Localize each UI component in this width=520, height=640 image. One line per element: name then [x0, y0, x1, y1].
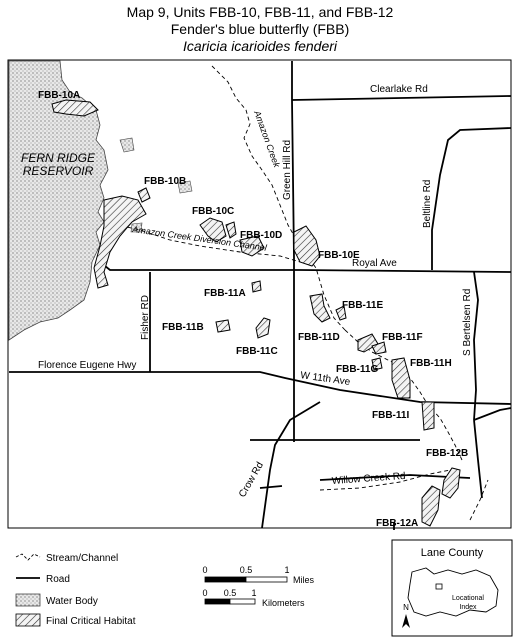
unit-label-12b: FBB-12B	[426, 448, 468, 459]
title-line-3: Icaricia icarioides fenderi	[182, 38, 338, 54]
habitat-11f-part	[371, 341, 387, 355]
inset-title: Lane County	[421, 547, 484, 559]
north-label: N	[403, 603, 409, 612]
willow-creek-rd-label: Willow Creek Rd	[331, 471, 405, 487]
title-line-2: Fender's blue butterfly (FBB)	[170, 21, 350, 37]
florence-eugene-hwy-label: Florence Eugene Hwy	[38, 360, 136, 371]
habitat-10c	[199, 217, 227, 243]
beltline-rd-line	[431, 127, 512, 270]
scale-km-label: Kilometers	[262, 598, 305, 608]
scale-bars: 0 0.5 1 Miles 0 0.5 1 Kilometers	[202, 565, 314, 608]
title-line-1: Map 9, Units FBB-10, FBB-11, and FBB-12	[126, 4, 394, 20]
unit-label-10a: FBB-10A	[38, 90, 80, 101]
habitat-11d	[309, 293, 331, 323]
florence-eugene-hwy-line	[9, 371, 512, 405]
unit-label-11i: FBB-11I	[372, 410, 409, 421]
scale-km-bar-dark	[204, 598, 231, 605]
beltline-rd-label: Beltline Rd	[422, 180, 433, 228]
legend-road: Road	[46, 574, 70, 585]
unit-label-10e: FBB-10E	[318, 250, 360, 261]
habitat-10e	[293, 225, 321, 267]
unit-label-12a: FBB-12A	[376, 518, 418, 529]
willow-creek-line	[319, 469, 451, 491]
habitat-11e	[335, 305, 347, 321]
habitat-11g	[371, 357, 383, 371]
unit-label-11a: FBB-11A	[204, 288, 246, 299]
unit-labels: FBB-10A FBB-10B FBB-10C FBB-10D FBB-10E …	[38, 90, 468, 529]
unit-label-10c: FBB-10C	[192, 206, 234, 217]
habitat-11f	[357, 333, 379, 353]
reservoir-label-2: RESERVOIR	[23, 164, 94, 178]
s-bertelsen-rd-label: S Bertelsen Rd	[462, 289, 473, 356]
legend: Stream/Channel Road Water Body Final Cri…	[15, 553, 136, 627]
small-water-body	[119, 137, 135, 153]
unit-label-11g: FBB-11G	[336, 364, 378, 375]
south-rd-line	[473, 419, 483, 499]
roads	[9, 61, 512, 530]
unit-label-11d: FBB-11D	[298, 332, 340, 343]
habitat-10d	[239, 235, 265, 257]
unit-label-11b: FBB-11B	[162, 322, 204, 333]
habitat-units	[51, 99, 461, 527]
unit-label-11h: FBB-11H	[410, 358, 452, 369]
legend-water: Water Body	[46, 596, 98, 607]
unit-label-10b: FBB-10B	[144, 176, 186, 187]
scale-miles-bar-dark	[204, 576, 247, 583]
water-legend-symbol	[15, 593, 41, 607]
scale-miles-0: 0	[202, 565, 207, 575]
scale-miles-1: 1	[284, 565, 289, 575]
habitat-10b-part	[137, 187, 151, 203]
unit-label-11f: FBB-11F	[382, 332, 423, 343]
habitat-11c	[255, 317, 271, 339]
scale-km-0-5: 0.5	[224, 588, 237, 598]
legend-stream: Stream/Channel	[46, 553, 118, 564]
unit-label-10d: FBB-10D	[240, 230, 282, 241]
habitat-legend-symbol	[15, 613, 41, 627]
scale-km-bar-light	[229, 598, 256, 605]
unit-label-11e: FBB-11E	[342, 300, 383, 311]
small-rd-line	[259, 485, 283, 489]
location-marker	[435, 583, 443, 590]
royal-ave-label: Royal Ave	[352, 258, 397, 269]
habitat-10a	[51, 99, 99, 117]
scale-miles-label: Miles	[293, 575, 315, 585]
crow-rd-line	[261, 401, 321, 529]
connector-rd-line	[473, 407, 512, 421]
fisher-rd-label: Fisher RD	[140, 295, 151, 340]
scale-miles-0-5: 0.5	[240, 565, 253, 575]
scale-km-0: 0	[202, 588, 207, 598]
diversion-channel-line	[113, 223, 301, 263]
reservoir-label-1: FERN RIDGE	[21, 151, 96, 165]
small-water-body	[177, 180, 193, 194]
habitat-11i	[421, 401, 435, 431]
habitat-12a	[421, 485, 441, 527]
clearlake-rd-label: Clearlake Rd	[370, 84, 428, 95]
scale-miles-bar-light	[245, 576, 288, 583]
inset-label-2: Index	[459, 604, 477, 611]
scale-km-1: 1	[251, 588, 256, 598]
habitat-11b	[215, 319, 231, 333]
map-title: Map 9, Units FBB-10, FBB-11, and FBB-12 …	[0, 0, 520, 58]
habitat-12b	[441, 467, 461, 499]
north-arrow-icon	[402, 614, 410, 628]
green-hill-rd-line	[291, 61, 295, 368]
legend-habitat: Final Critical Habitat	[46, 616, 136, 627]
fern-ridge-reservoir	[8, 60, 109, 341]
habitat-11a	[251, 280, 262, 293]
small-water-body	[130, 222, 143, 233]
s-bertelsen-rd-line	[473, 271, 479, 421]
unit-label-11c: FBB-11C	[236, 346, 278, 357]
habitat-11h	[391, 357, 411, 399]
inset-map: Lane County Locational Index N	[391, 539, 513, 637]
green-hill-rd-label: Green Hill Rd	[282, 140, 293, 200]
clearlake-rd-line	[291, 95, 512, 101]
habitat-10b	[93, 195, 147, 289]
stream-legend-symbol	[15, 553, 41, 561]
inset-label-1: Locational	[452, 595, 484, 602]
stream-line	[469, 479, 489, 521]
habitat-10c-part	[225, 221, 237, 239]
lane-county-outline	[407, 567, 499, 617]
